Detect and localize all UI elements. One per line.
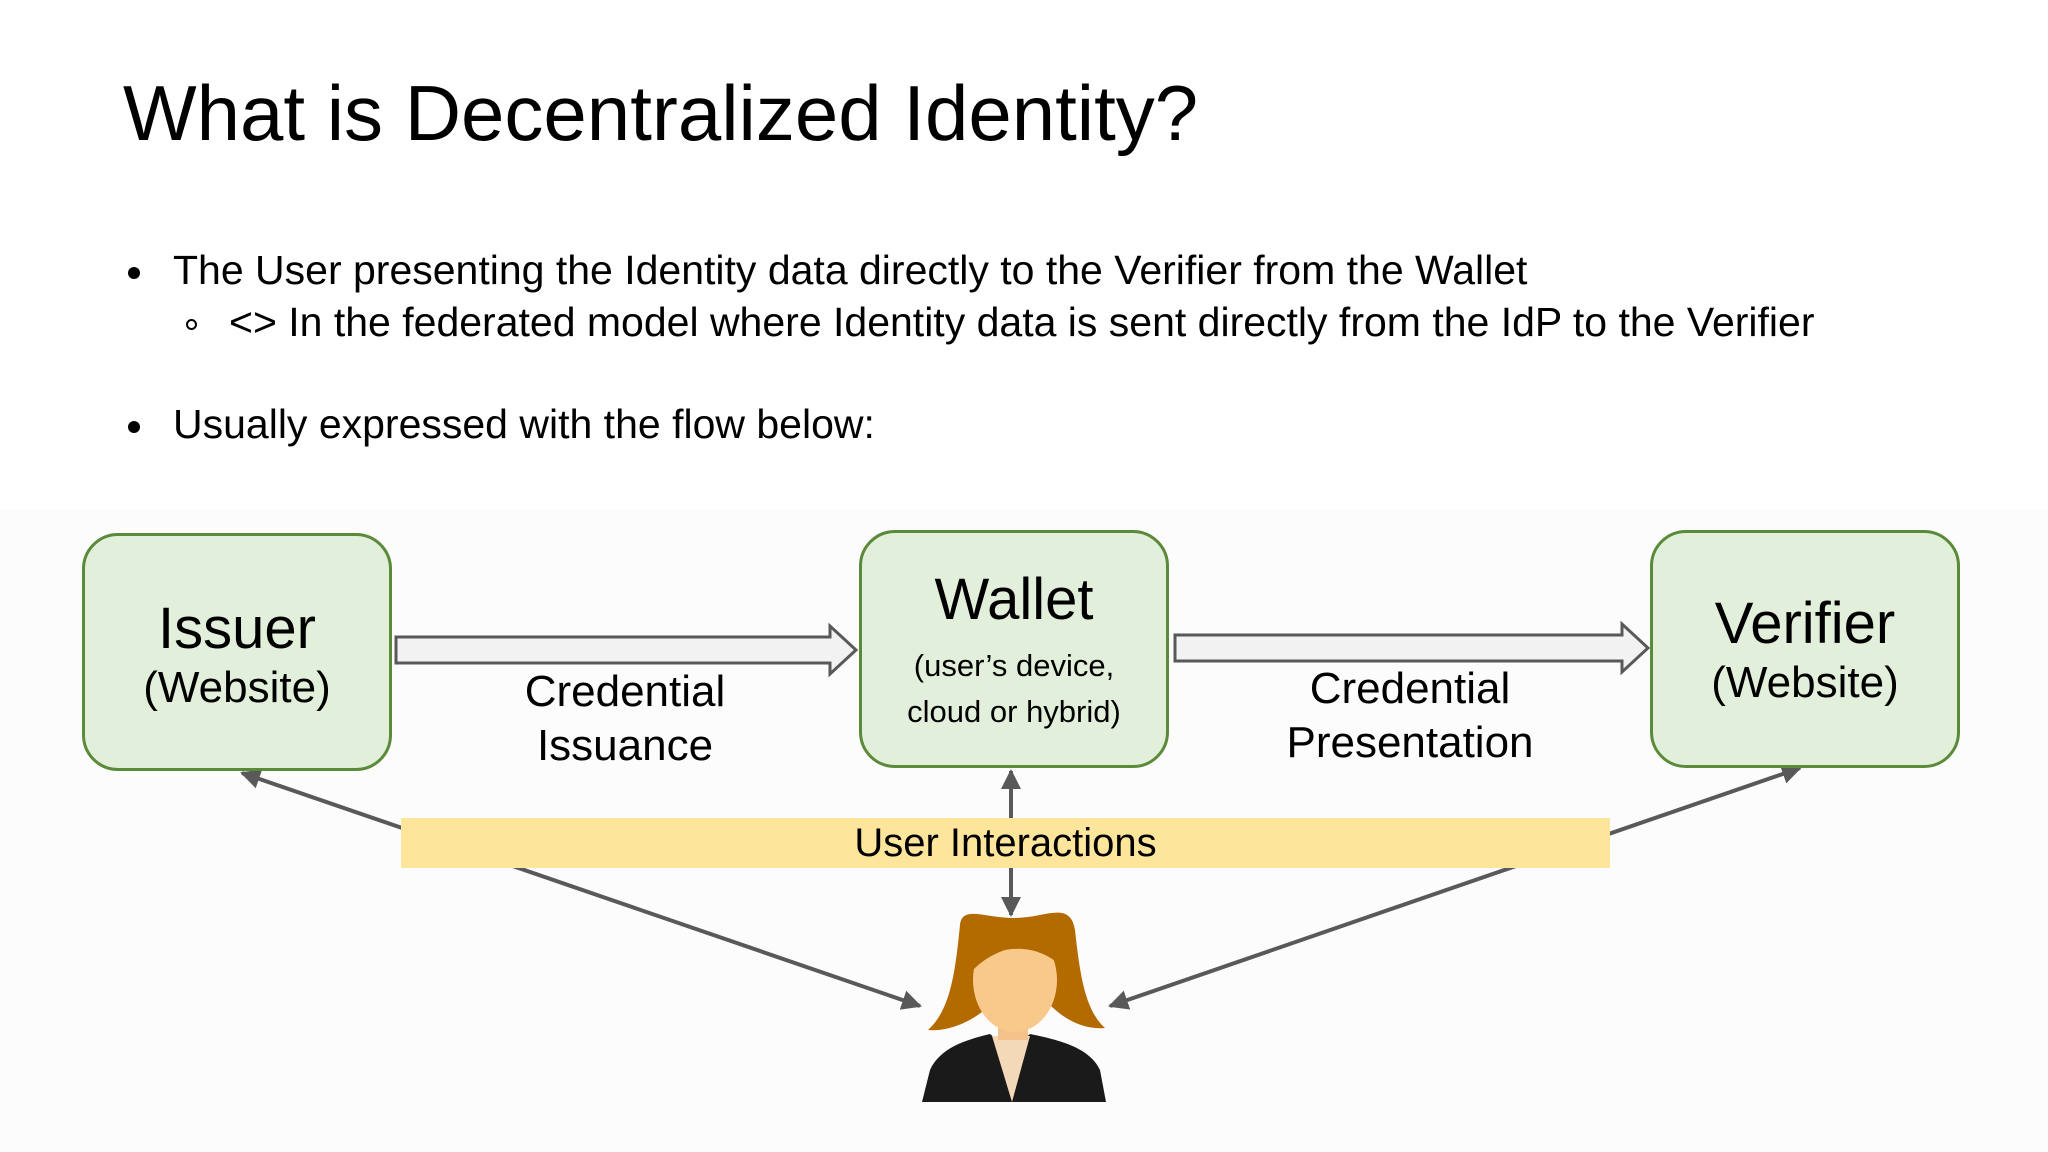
issuer-node: Issuer (Website) — [82, 533, 392, 771]
verifier-node: Verifier (Website) — [1650, 530, 1960, 768]
wallet-title: Wallet — [862, 567, 1166, 633]
issuance-label-line2: Issuance — [460, 719, 790, 773]
wallet-subtitle-line2: cloud or hybrid) — [862, 689, 1166, 735]
credential-issuance-label: Credential Issuance — [460, 665, 790, 773]
issuance-label-line1: Credential — [460, 665, 790, 719]
issuer-user-connector — [242, 773, 920, 1006]
wallet-node: Wallet (user’s device, cloud or hybrid) — [859, 530, 1169, 768]
issuer-subtitle: (Website) — [85, 662, 389, 714]
verifier-title: Verifier — [1653, 591, 1957, 657]
presentation-label-line2: Presentation — [1245, 716, 1575, 770]
issuer-title: Issuer — [85, 596, 389, 662]
credential-presentation-label: Credential Presentation — [1245, 662, 1575, 770]
verifier-user-connector — [1110, 768, 1800, 1006]
wallet-subtitle-line1: (user’s device, — [862, 643, 1166, 689]
user-interactions-band: User Interactions — [401, 818, 1610, 868]
verifier-subtitle: (Website) — [1653, 657, 1957, 709]
presentation-label-line1: Credential — [1245, 662, 1575, 716]
